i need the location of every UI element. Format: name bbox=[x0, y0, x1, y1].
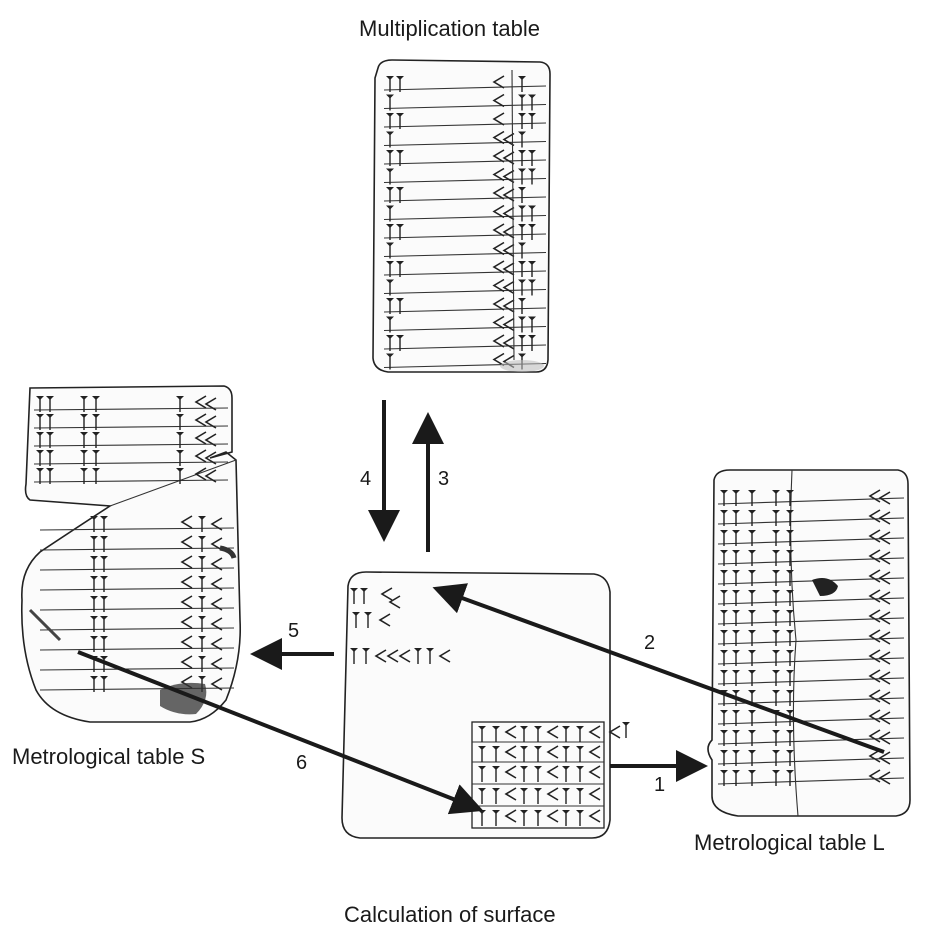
metrological-table-s-tablet bbox=[20, 385, 242, 723]
cuneiform-sign-icon bbox=[621, 721, 631, 739]
arrow-3-label: 3 bbox=[438, 468, 450, 490]
multiplication-table-label: Multiplication table bbox=[359, 16, 540, 41]
metrological-table-l-tablet bbox=[707, 469, 911, 817]
metrological-table-s-label: Metrological table S bbox=[12, 744, 206, 769]
arrow-6 bbox=[77, 650, 484, 815]
arrow-1-label: 1 bbox=[654, 774, 666, 796]
arrow-2-label: 2 bbox=[644, 632, 656, 654]
arrow-6-label: 6 bbox=[296, 752, 308, 774]
metrological-table-l-label: Metrological table L bbox=[694, 830, 885, 855]
cuneiform-sign-icon bbox=[609, 725, 621, 739]
arrow-5-label: 5 bbox=[288, 620, 300, 642]
calculation-of-surface-label: Calculation of surface bbox=[344, 902, 556, 927]
arrow-2 bbox=[432, 583, 885, 754]
arrows bbox=[77, 400, 885, 815]
arrow-4-label: 4 bbox=[360, 468, 372, 490]
calculation-tablet bbox=[341, 571, 631, 839]
multiplication-table-tablet bbox=[372, 59, 551, 373]
